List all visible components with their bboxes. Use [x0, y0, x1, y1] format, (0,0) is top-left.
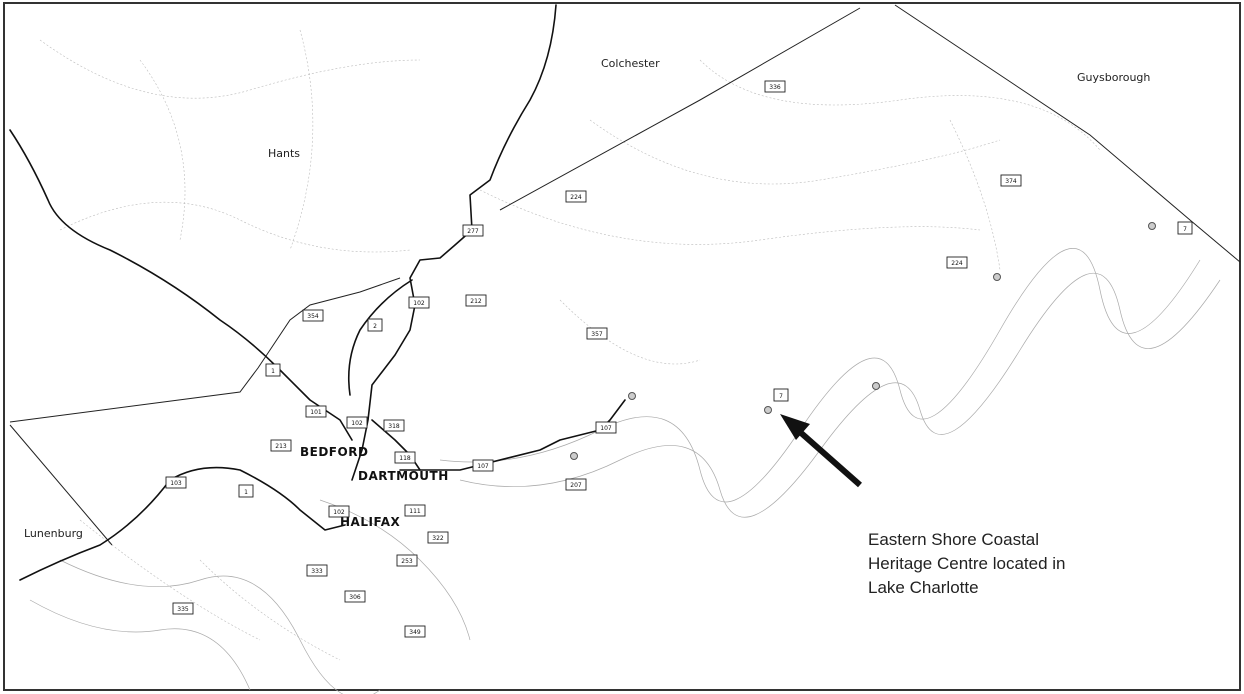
route-shield-102b: 102 [346, 416, 368, 429]
community-markers [570, 222, 1156, 460]
route-shield-101: 101 [305, 405, 327, 418]
route-shield-336: 336 [764, 80, 786, 93]
svg-text:2: 2 [373, 323, 377, 330]
route-shield-253: 253 [396, 554, 418, 567]
coastline [29, 248, 1221, 694]
svg-text:335: 335 [177, 606, 189, 613]
route-shield-1a: 1 [265, 363, 281, 377]
svg-text:224: 224 [951, 260, 963, 267]
callout-line-2: Heritage Centre located in [868, 554, 1066, 573]
svg-text:107: 107 [477, 463, 489, 470]
route-shield-7a: 7 [773, 388, 789, 402]
route-shield-349: 349 [404, 625, 426, 638]
route-shield-224b: 224 [565, 190, 587, 203]
region-label-lunenburg: Lunenburg [24, 527, 83, 540]
route-shield-224: 224 [946, 256, 968, 269]
svg-text:118: 118 [399, 455, 411, 462]
route-shield-212: 212 [465, 294, 487, 307]
svg-text:306: 306 [349, 594, 361, 601]
svg-text:1: 1 [244, 489, 248, 496]
svg-text:111: 111 [409, 508, 421, 515]
county-borders [9, 4, 1241, 546]
svg-text:333: 333 [311, 568, 323, 575]
callout-arrow [780, 414, 862, 488]
region-label-hants: Hants [268, 147, 300, 160]
route-shield-318: 318 [383, 419, 405, 432]
route-shield-111: 111 [404, 504, 426, 517]
route-shield-306: 306 [344, 590, 366, 603]
svg-text:7: 7 [779, 393, 783, 400]
route-shield-335: 335 [172, 602, 194, 615]
route-shield-107b: 107 [472, 459, 494, 472]
route-shield-277: 277 [462, 224, 484, 237]
route-shield-322: 322 [427, 531, 449, 544]
svg-text:253: 253 [401, 558, 413, 565]
svg-text:212: 212 [470, 298, 482, 305]
route-shield-207: 207 [565, 478, 587, 491]
minor-roads [39, 29, 1101, 661]
map-frame [3, 2, 1241, 691]
svg-text:277: 277 [467, 228, 479, 235]
route-shield-118: 118 [394, 451, 416, 464]
svg-text:318: 318 [388, 423, 400, 430]
route-shield-2: 2 [367, 318, 383, 332]
route-shield-354: 354 [302, 309, 324, 322]
svg-text:207: 207 [570, 482, 582, 489]
route-shield-107a: 107 [595, 421, 617, 434]
city-label-bedford: BEDFORD [300, 445, 368, 459]
svg-text:102: 102 [413, 300, 425, 307]
callout-text: Eastern Shore Coastal Heritage Centre lo… [868, 528, 1168, 600]
city-label-halifax: HALIFAX [340, 515, 401, 529]
svg-text:213: 213 [275, 443, 287, 450]
route-shields: 336 374 224 224 277 212 357 354 2 102 1 … [165, 80, 1193, 638]
route-shield-1b: 1 [238, 484, 254, 498]
route-shield-7b: 7 [1177, 221, 1193, 235]
region-label-guysborough: Guysborough [1077, 71, 1150, 84]
svg-text:357: 357 [591, 331, 603, 338]
route-shield-333: 333 [306, 564, 328, 577]
svg-text:102: 102 [333, 509, 345, 516]
route-shield-357: 357 [586, 327, 608, 340]
route-shield-374: 374 [1000, 174, 1022, 187]
region-label-colchester: Colchester [601, 57, 660, 70]
svg-text:354: 354 [307, 313, 319, 320]
route-shield-102a: 102 [408, 296, 430, 309]
callout-line-3: Lake Charlotte [868, 578, 979, 597]
svg-text:1: 1 [271, 368, 275, 375]
svg-text:102: 102 [351, 420, 363, 427]
svg-text:107: 107 [600, 425, 612, 432]
city-label-dartmouth: DARTMOUTH [358, 469, 449, 483]
route-shield-102c: 102 [328, 505, 350, 518]
svg-text:336: 336 [769, 84, 781, 91]
route-shield-213: 213 [270, 439, 292, 452]
svg-text:224: 224 [570, 194, 582, 201]
svg-text:374: 374 [1005, 178, 1017, 185]
svg-text:322: 322 [432, 535, 444, 542]
svg-text:7: 7 [1183, 226, 1187, 233]
route-shield-103: 103 [165, 476, 187, 489]
callout-line-1: Eastern Shore Coastal [868, 530, 1040, 549]
svg-text:349: 349 [409, 629, 421, 636]
svg-text:103: 103 [170, 480, 182, 487]
svg-text:101: 101 [310, 409, 322, 416]
